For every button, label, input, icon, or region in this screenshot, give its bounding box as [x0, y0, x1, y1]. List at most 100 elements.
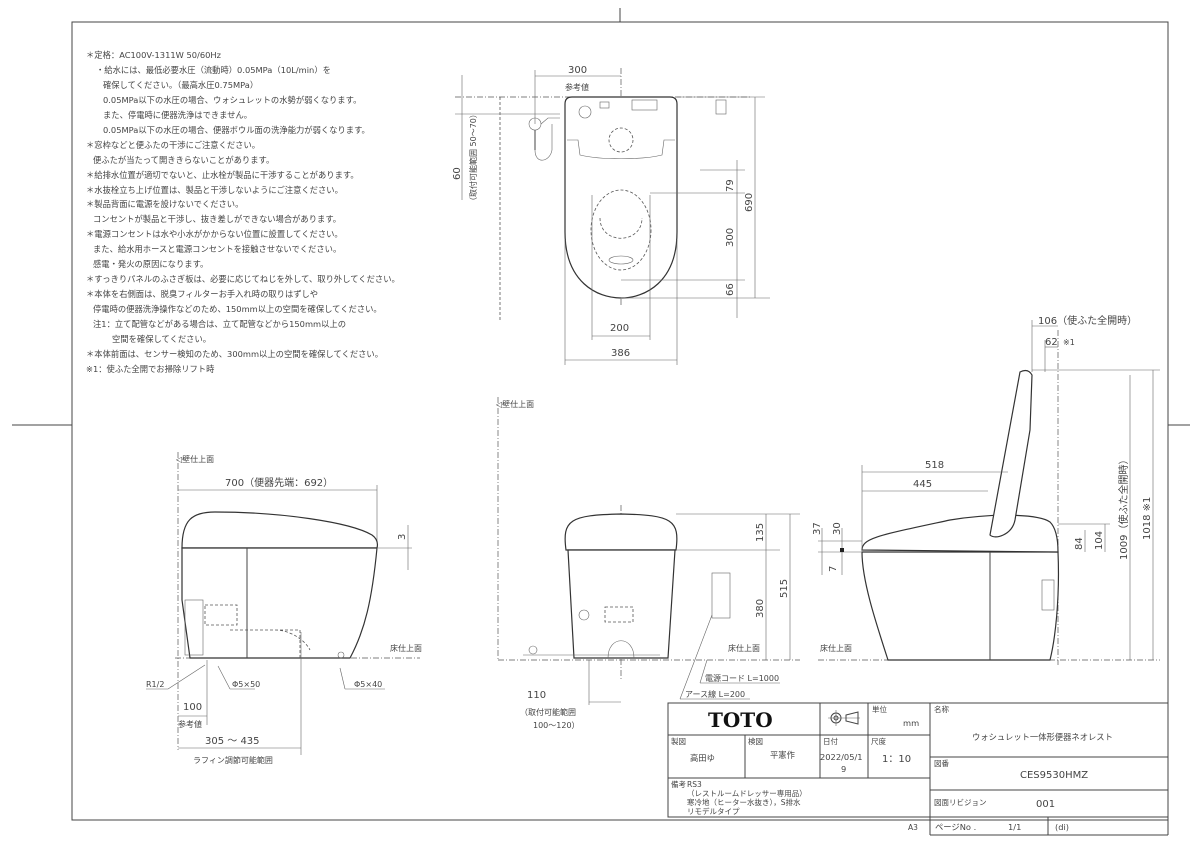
- dim-518: 518: [925, 460, 944, 471]
- date-value-cont: 9: [841, 764, 846, 774]
- scale-value: 1：10: [882, 754, 911, 765]
- note: また、給水用ホースと電源コンセントを接触させないでください。: [93, 244, 341, 254]
- plan-view: 300 参考値 60 （取付可能範囲 50～70） 79 300 66 690 …: [452, 65, 770, 365]
- drafter-name: 高田ゆ: [690, 753, 715, 763]
- page-number: 1/1: [1008, 822, 1021, 832]
- dim-62: 62: [1045, 337, 1058, 348]
- dim-37: 37: [812, 522, 823, 535]
- dim-690: 690: [744, 193, 755, 212]
- dim-66: 66: [725, 283, 736, 296]
- note: 空間を確保してください。: [112, 334, 211, 344]
- install-range-label: （取付可能範囲 50～70）: [468, 110, 478, 205]
- installation-notes: ＊定格：AC100V-1311W 50/60Hz ・給水には、最低必要水圧（流動…: [86, 50, 400, 374]
- revision-value: 001: [1036, 799, 1055, 810]
- note: ＊すっきりパネルのふさぎ板は、必要に応じてねじを外して、取り外してください。: [86, 274, 400, 284]
- remarks-line: 寒冷地（ヒーター水抜き），S排水: [687, 797, 801, 807]
- dim-305-435: 305 ～ 435: [205, 736, 260, 747]
- page-suffix: (di): [1055, 822, 1069, 832]
- note: 確保してください。（最高水圧0.75MPa）: [103, 80, 258, 90]
- dim-1018: 1018 ※1: [1142, 497, 1153, 540]
- note: ＊製品背面に電源を設けないでください。: [86, 199, 243, 209]
- dim-386: 386: [611, 348, 630, 359]
- note: コンセントが製品と干渉し、抜き差しができない場合があります。: [93, 214, 341, 224]
- title-block: TOTO 単位 mm 名称 ウォシュレット一体形便器ネオレスト 製図 高田ゆ 検…: [667, 702, 1169, 836]
- note: 0.05MPa以下の水圧の場合、ウォシュレットの水勢が弱くなります。: [103, 95, 361, 105]
- dim-135: 135: [755, 523, 766, 542]
- dim-300-top: 300: [568, 65, 587, 76]
- dim-445: 445: [913, 479, 932, 490]
- page-label: ページNo .: [935, 822, 976, 832]
- note: ・給水には、最低必要水圧（流動時）0.05MPa（10L/min）を: [96, 65, 331, 75]
- note: ※1：使ふた全開でお掃除リフト時: [86, 364, 214, 374]
- note: ＊水抜栓立ち上げ位置は、製品と干渉しないようにご注意ください。: [86, 185, 343, 195]
- checker-label: 検図: [748, 736, 763, 746]
- dim-106: 106（使ふた全開時）: [1038, 314, 1137, 327]
- revision-label: 図面リビジョン: [934, 798, 987, 807]
- note: ＊電源コンセントは水や小水がかからない位置に設置してください。: [86, 229, 343, 239]
- note: 停電時の便器洗浄操作などのため、150mm以上の空間を確保してください。: [93, 304, 382, 314]
- note: ＊本体前面は、センサー検知のため、300mm以上の空間を確保してください。: [86, 349, 383, 359]
- note: また、停電時に便器洗浄はできません。: [103, 110, 252, 120]
- dim-104: 104: [1094, 531, 1105, 550]
- note-mark-1: ※1: [1063, 338, 1075, 347]
- dim-300: 300: [725, 228, 736, 247]
- r12-label: R1/2: [146, 680, 164, 689]
- remarks-line: （レストルームドレッサー専用品）: [687, 788, 807, 798]
- left-side-view: ◁壁仕上面 700（便器先端：692） 3 床仕上面 R1/2 Φ5×50 Φ5…: [146, 452, 422, 765]
- remarks-line: RS3: [687, 780, 702, 789]
- floor-surface-label: 床仕上面: [390, 643, 422, 653]
- earth-wire-label: アース線 L=200: [685, 689, 745, 699]
- paper-size: A3: [908, 823, 918, 832]
- date-value: 2022/05/1: [820, 752, 863, 762]
- note: ＊定格：AC100V-1311W 50/60Hz: [86, 50, 221, 60]
- third-angle-projection-icon: [828, 710, 860, 726]
- note: ＊本体を右側面は、脱臭フィルターお手入れ時の取りはずしや: [86, 289, 318, 299]
- scale-label: 尺度: [871, 736, 886, 746]
- toto-logo: TOTO: [708, 708, 773, 732]
- anchor-40-label: Φ5×40: [354, 680, 382, 689]
- wall-surface-label: ◁壁仕上面: [495, 399, 534, 409]
- product-name: ウォシュレット一体形便器ネオレスト: [972, 732, 1113, 742]
- floor-surface-label: 床仕上面: [820, 643, 852, 653]
- dim-79: 79: [725, 179, 736, 192]
- dim-60: 60: [452, 167, 463, 180]
- anchor-50-label: Φ5×50: [232, 680, 260, 689]
- dim-1009: 1009（使ふた全開時）: [1117, 455, 1130, 560]
- dim-30: 30: [832, 522, 843, 535]
- dim-110: 110: [527, 690, 546, 701]
- dim-700: 700（便器先端：692）: [225, 476, 333, 489]
- note: 0.05MPa以下の水圧の場合、便器ボウル面の洗浄能力が弱くなります。: [103, 125, 370, 135]
- drawing-number: CES9530HMZ: [1020, 770, 1088, 781]
- dim-380: 380: [755, 599, 766, 618]
- remarks-label: 備考: [671, 779, 686, 789]
- date-label: 日付: [823, 736, 838, 746]
- unit-value: mm: [903, 718, 919, 728]
- dim-100: 100: [183, 702, 202, 713]
- dim-3: 3: [397, 534, 408, 540]
- dim-7: 7: [828, 566, 839, 572]
- flange-range-label: ラフィン調節可能範囲: [193, 755, 273, 765]
- ref-value-label: 参考値: [178, 719, 202, 729]
- right-side-view: 床仕上面 106（使ふた全開時） 62 ※1 1009（使ふた全開時） 1018…: [812, 314, 1160, 665]
- checker-name: 平憲作: [770, 750, 795, 760]
- note: 便ふたが当たって開ききらないことがあります。: [93, 155, 274, 165]
- note: 感電・発火の原因になります。: [93, 259, 208, 269]
- note: ＊窓枠などと便ふたの干渉にご注意ください。: [86, 140, 260, 150]
- drawing-number-label: 図番: [934, 758, 949, 768]
- ref-value-label: 参考値: [565, 82, 589, 92]
- wall-surface-label: ◁壁仕上面: [175, 454, 214, 464]
- note: 注1：立て配管などがある場合は、立て配管などから150mm以上の: [93, 319, 346, 329]
- drafter-label: 製図: [671, 736, 686, 746]
- install-range-label: （取付可能範囲: [520, 707, 576, 717]
- name-label: 名称: [934, 704, 949, 714]
- front-view: ◁壁仕上面 135 515 380 床仕上面 電源コード L=1000 アース線…: [495, 397, 800, 730]
- remarks-line: リモデルタイプ: [687, 806, 740, 816]
- dim-200: 200: [610, 323, 629, 334]
- power-cord-label: 電源コード L=1000: [705, 674, 779, 683]
- dim-84: 84: [1074, 537, 1085, 550]
- note: ＊給排水位置が適切でないと、止水栓が製品に干渉することがあります。: [86, 170, 359, 180]
- dim-515: 515: [779, 579, 790, 598]
- floor-surface-label: 床仕上面: [728, 643, 760, 653]
- install-range-value: 100～120）: [533, 721, 580, 730]
